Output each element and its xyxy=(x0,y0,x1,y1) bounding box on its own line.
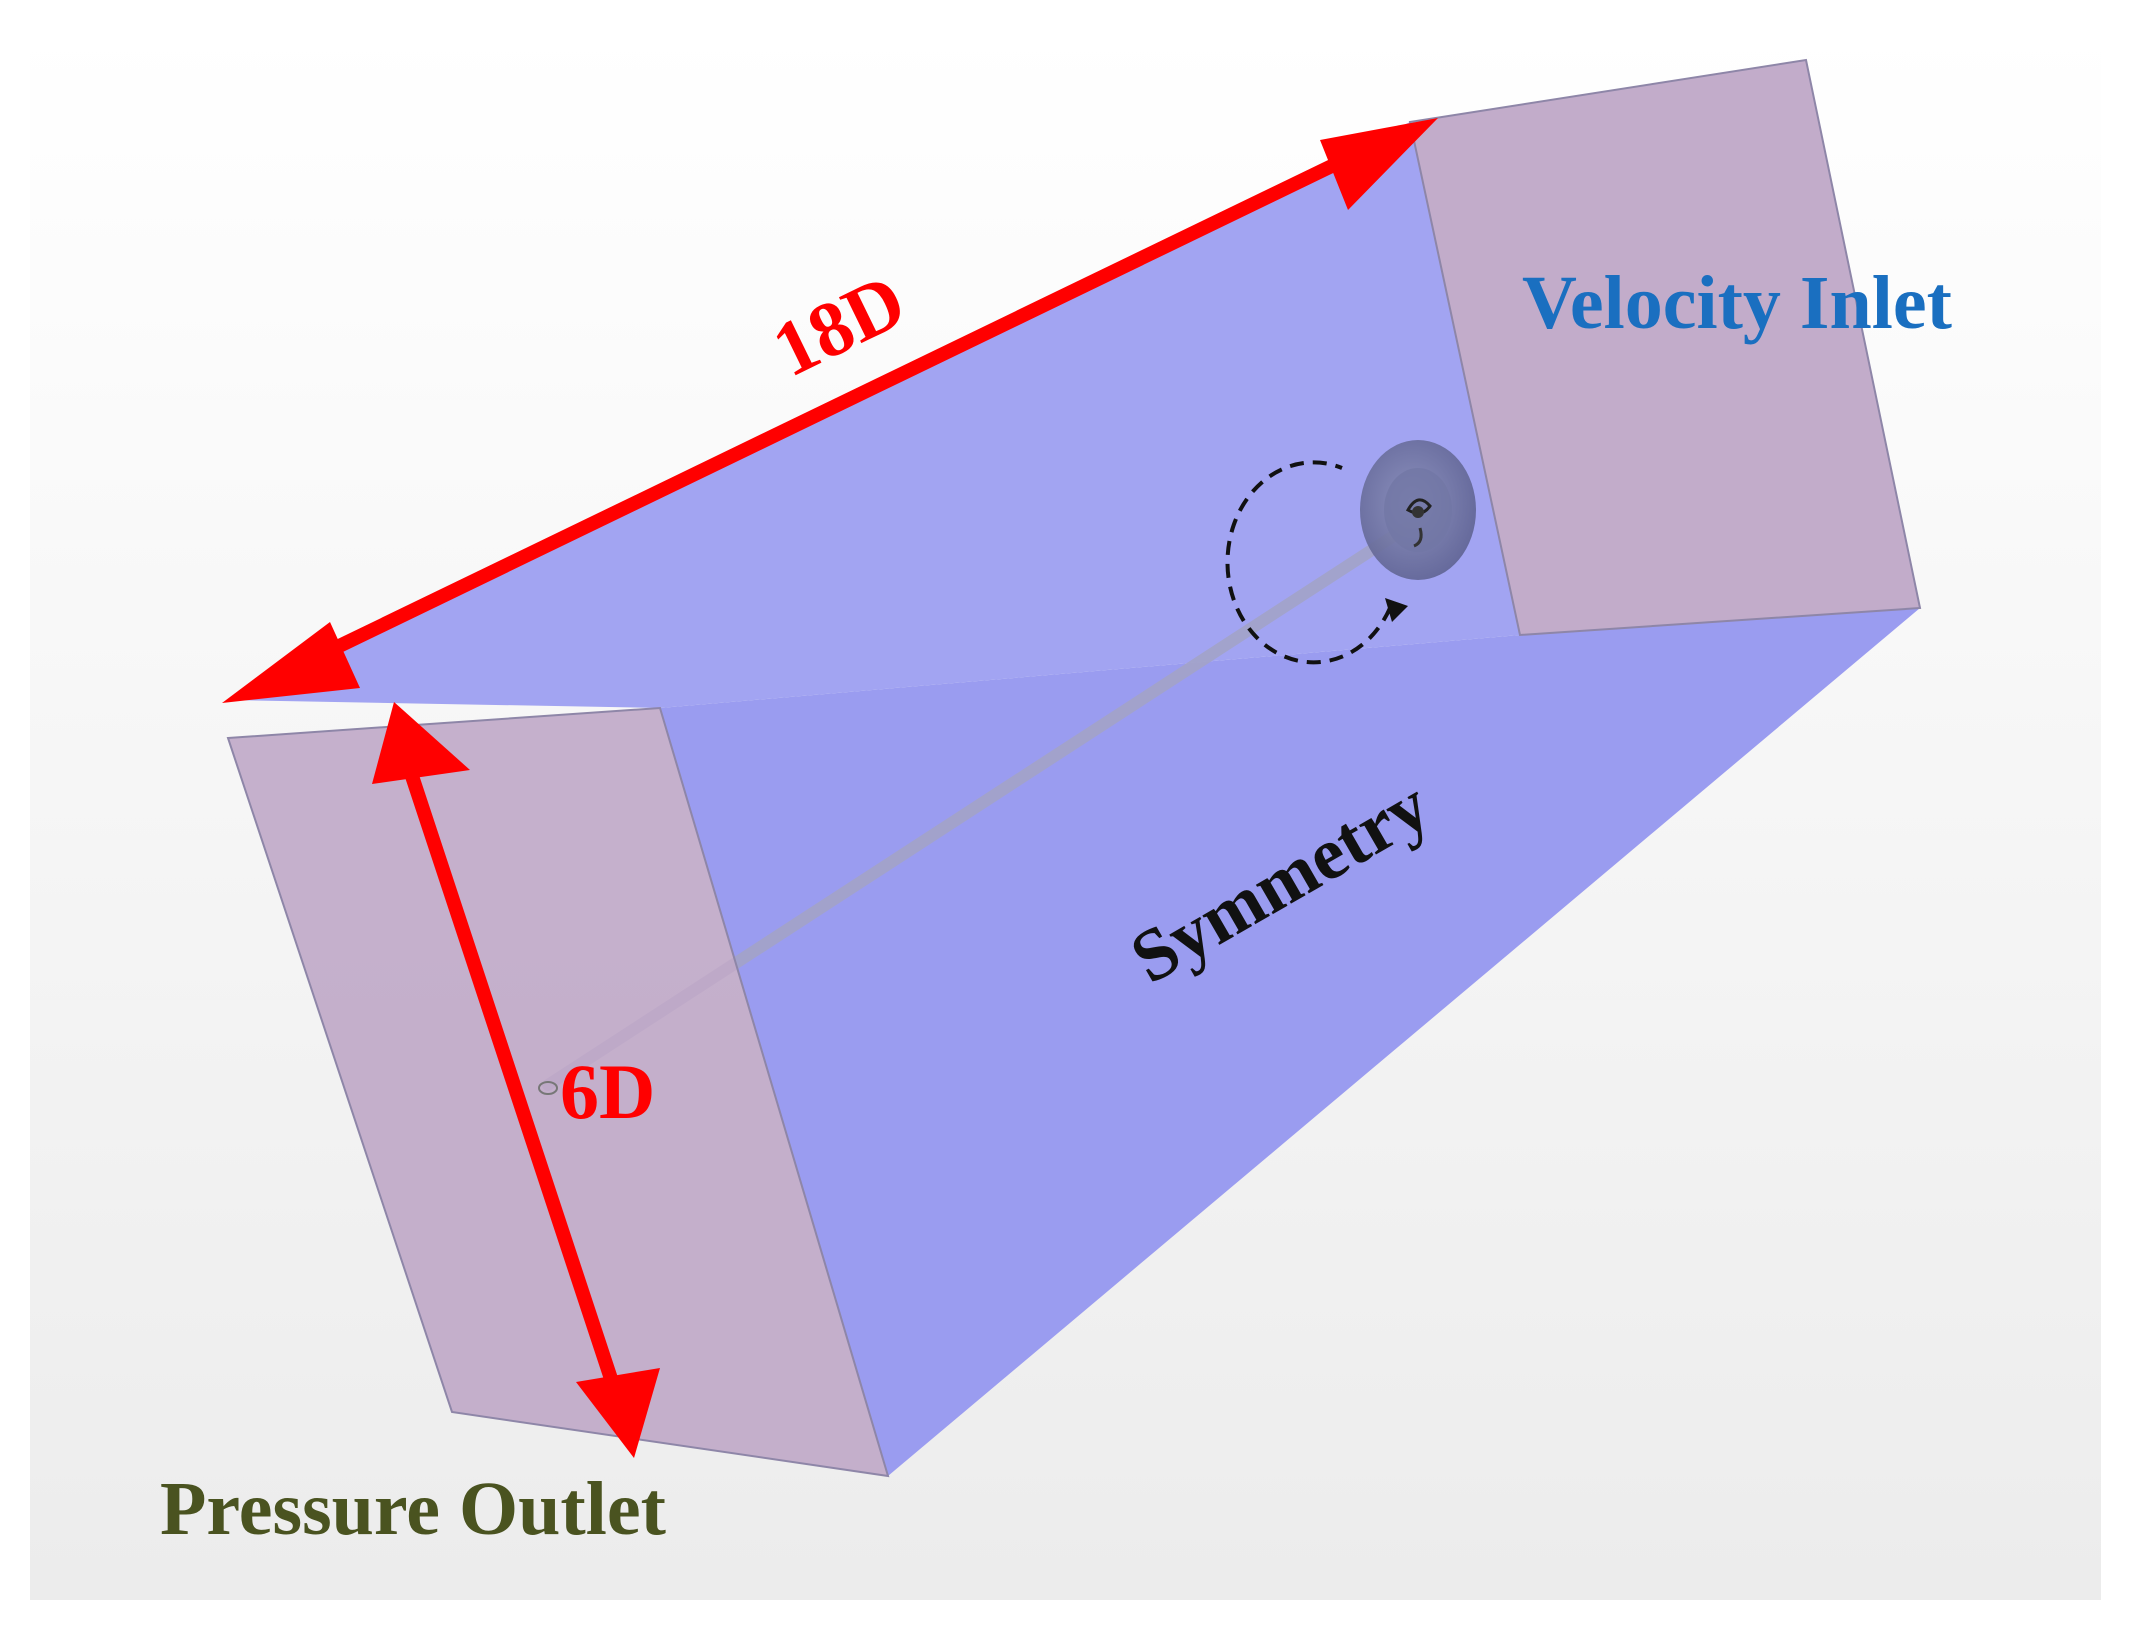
velocity-inlet-face xyxy=(1408,58,1922,637)
rotation-direction-indicator xyxy=(1225,460,1408,665)
domain-side-face xyxy=(660,608,1920,1476)
pressure-outlet-label: Pressure Outlet xyxy=(160,1467,666,1551)
domain-symmetry-face xyxy=(228,122,1520,708)
height-label: 6D xyxy=(560,1048,655,1135)
pressure-outlet-face xyxy=(226,706,890,1478)
length-dimension-arrow xyxy=(222,118,1438,703)
turbine-rotor xyxy=(1360,440,1476,580)
height-dimension-arrow xyxy=(372,702,660,1458)
velocity-inlet-label: Velocity Inlet xyxy=(1522,261,1952,345)
shaft-tip xyxy=(538,1081,558,1095)
